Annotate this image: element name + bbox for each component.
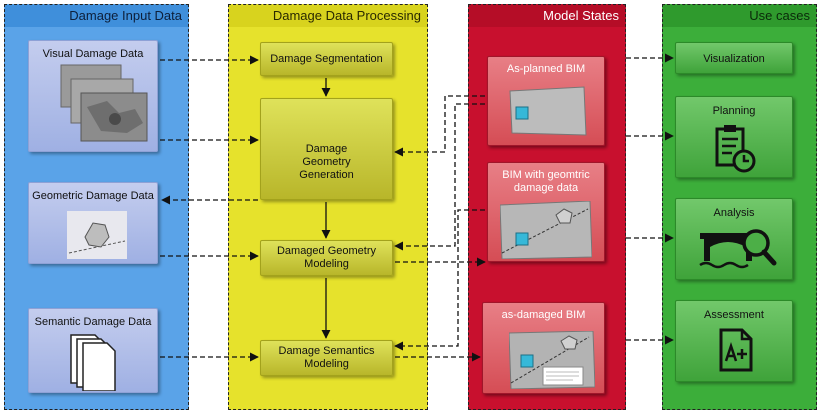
geometric-damage-data-box[interactable]: Geometric Damage Data	[28, 182, 158, 264]
bim-with-geometric-damage-box[interactable]: BIM with geomtric damage data	[487, 162, 605, 262]
arrow-as-planned-to-geometry-modeling	[394, 103, 485, 251]
visualization-box[interactable]: Visualization	[675, 42, 793, 74]
bridge-magnifier-icon	[699, 229, 777, 269]
box-label: Damage Semantics Modeling	[278, 345, 375, 370]
semantic-damage-data-box[interactable]: Semantic Damage Data	[28, 308, 158, 393]
bim-semantic-model-image	[509, 331, 595, 389]
visual-damage-data-box[interactable]: Visual Damage Data	[28, 40, 158, 152]
lane-title: Damage Data Processing	[229, 5, 427, 27]
damage-segmentation-box[interactable]: Damage Segmentation	[260, 42, 393, 76]
arrow-as-planned-to-geometry-generation	[394, 95, 485, 157]
box-label: Visual Damage Data	[42, 48, 144, 60]
a-plus-document-icon	[719, 328, 753, 372]
lane-title: Model States	[469, 5, 625, 27]
damage-geometry-generation-box[interactable]: Damage Geometry Generation	[260, 98, 393, 200]
arrow-bim-geometric-to-semantics-modeling	[394, 209, 485, 351]
box-label: as-damaged BIM	[501, 309, 586, 321]
lane-title: Use cases	[663, 5, 816, 27]
box-label: Damage Geometry Generation	[299, 143, 354, 181]
box-label: Damage Segmentation	[270, 53, 383, 65]
analysis-box[interactable]: Analysis	[675, 198, 793, 280]
assessment-box[interactable]: Assessment	[675, 300, 793, 382]
box-label: Damaged Geometry Modeling	[276, 245, 377, 270]
box-label: Assessment	[704, 309, 764, 321]
as-damaged-bim-box[interactable]: as-damaged BIM	[482, 302, 605, 394]
planning-box[interactable]: Planning	[675, 96, 793, 178]
bim-damage-model-image	[500, 201, 592, 259]
damage-photos-image	[60, 64, 148, 142]
box-label: Geometric Damage Data	[32, 190, 154, 202]
box-label: BIM with geomtric damage data	[502, 169, 590, 194]
damage-geometry-image	[67, 211, 127, 259]
box-label: Visualization	[703, 53, 765, 65]
damage-semantics-modeling-box[interactable]: Damage Semantics Modeling	[260, 340, 393, 376]
box-label: As-planned BIM	[506, 63, 586, 75]
bim-model-image	[509, 86, 587, 136]
document-stack-icon	[70, 334, 116, 391]
as-planned-bim-box[interactable]: As-planned BIM	[487, 56, 605, 146]
box-label: Analysis	[713, 207, 755, 219]
lane-title: Damage Input Data	[5, 5, 188, 27]
box-label: Semantic Damage Data	[34, 316, 152, 328]
box-label: Planning	[712, 105, 756, 117]
damaged-geometry-modeling-box[interactable]: Damaged Geometry Modeling	[260, 240, 393, 276]
clipboard-clock-icon	[715, 125, 756, 173]
